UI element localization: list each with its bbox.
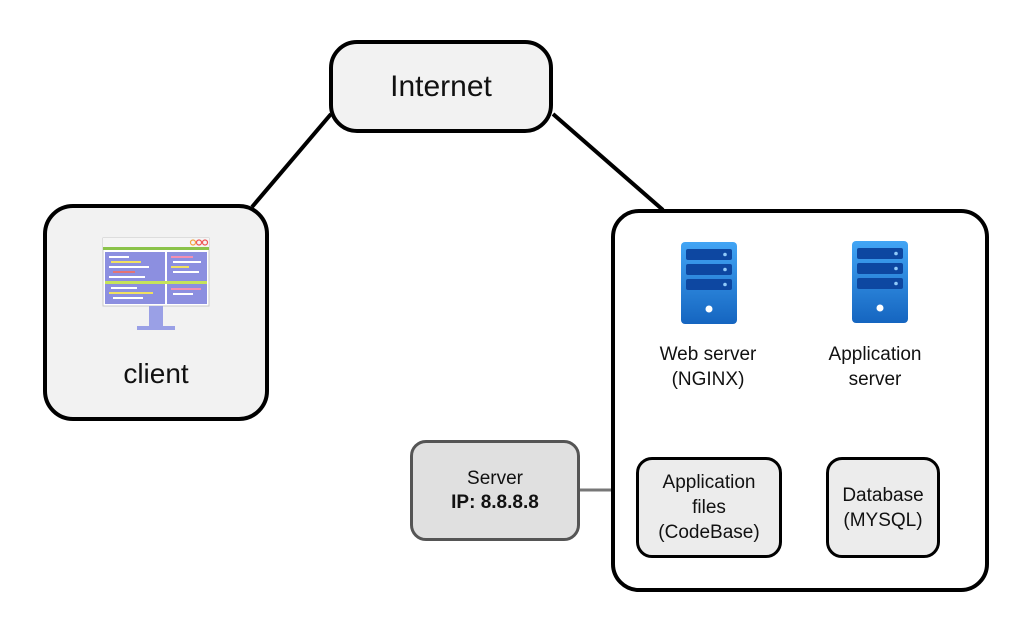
- internet-node: Internet: [329, 40, 553, 133]
- client-label: client: [123, 357, 189, 389]
- server-ip: IP: 8.8.8.8: [451, 491, 539, 513]
- app-files-node: Application files (CodeBase): [636, 457, 782, 558]
- internet-label: Internet: [390, 69, 492, 103]
- app-files-line3: (CodeBase): [658, 522, 760, 543]
- database-node: Database (MYSQL): [826, 457, 940, 558]
- web-server-rack-icon: [681, 242, 737, 324]
- app-server-rack-icon: [852, 241, 908, 323]
- server-title: Server: [467, 467, 523, 489]
- app-files-line2: files: [692, 497, 726, 518]
- app-server-suffix: server: [848, 369, 902, 390]
- server-info-node: Server IP: 8.8.8.8: [410, 440, 580, 541]
- app-files-line1: Application: [662, 472, 756, 493]
- app-server-label: Application server: [800, 342, 950, 392]
- web-server-name: Web server: [659, 344, 757, 365]
- database-line2: (MYSQL): [843, 509, 923, 531]
- web-server-label: Web server (NGINX): [633, 342, 783, 392]
- database-line1: Database: [842, 484, 924, 506]
- app-server-name: Application: [828, 344, 922, 365]
- client-node: client: [43, 204, 269, 421]
- web-server-tech: (NGINX): [671, 369, 745, 390]
- internet-servergroup-link: [551, 112, 665, 212]
- monitor-code-icon: [102, 237, 210, 330]
- internet-client-link: [250, 112, 333, 209]
